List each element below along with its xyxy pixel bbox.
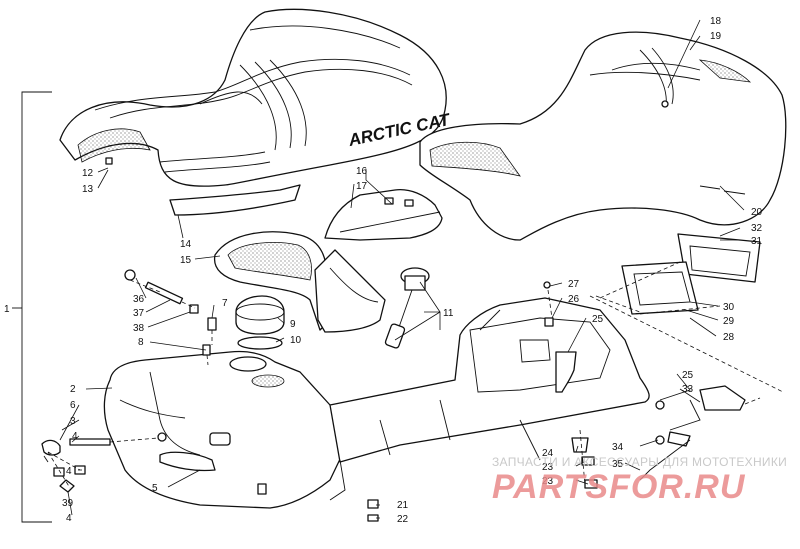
callout-27: 27 bbox=[568, 279, 580, 290]
tank-handle bbox=[159, 451, 216, 472]
panel-clip-2 bbox=[404, 199, 414, 207]
callout-11: 11 bbox=[443, 308, 454, 319]
nut-23b bbox=[584, 479, 598, 489]
tank-vent-port bbox=[209, 432, 231, 446]
right-seat bbox=[419, 31, 787, 241]
right-side-panel bbox=[324, 189, 443, 241]
callout-9: 9 bbox=[290, 319, 296, 330]
washer-23 bbox=[581, 456, 595, 466]
fuel-gauge-sender bbox=[384, 267, 430, 349]
callout-38: 38 bbox=[133, 323, 145, 334]
callout-26: 26 bbox=[568, 294, 580, 305]
callout-4-bottom: 4 bbox=[66, 513, 72, 524]
fitting-7 bbox=[207, 317, 217, 331]
callout-35: 35 bbox=[612, 459, 624, 470]
strap-25 bbox=[555, 351, 577, 393]
callout-16: 16 bbox=[356, 166, 368, 177]
clamp-38 bbox=[189, 304, 199, 314]
callout-25-upper: 25 bbox=[592, 314, 604, 325]
filler-neck bbox=[229, 356, 267, 372]
bolt-36 bbox=[124, 269, 136, 281]
callout-1: 1 bbox=[4, 304, 10, 315]
callout-20: 20 bbox=[751, 207, 763, 218]
grommet-8 bbox=[202, 344, 211, 356]
callout-4-top: 4 bbox=[72, 431, 78, 442]
callout-33: 33 bbox=[682, 384, 694, 395]
callout-15: 15 bbox=[180, 255, 192, 266]
callout-4-mid: 4 bbox=[66, 466, 72, 477]
callout-21: 21 bbox=[397, 500, 409, 511]
callout-30: 30 bbox=[723, 302, 735, 313]
hose-37 bbox=[144, 281, 184, 305]
screw-21 bbox=[367, 499, 379, 509]
fuel-cap bbox=[235, 295, 285, 350]
rivet-12 bbox=[105, 157, 113, 165]
tank-fitting bbox=[157, 432, 167, 442]
assembly-bracket bbox=[12, 91, 52, 523]
gas-tank bbox=[103, 350, 344, 509]
callout-13: 13 bbox=[82, 184, 94, 195]
callout-5: 5 bbox=[152, 483, 158, 494]
fuel-cap-gasket bbox=[237, 336, 283, 350]
callout-32: 32 bbox=[751, 223, 763, 234]
left-side-panel bbox=[213, 231, 386, 333]
vent-check-valve bbox=[59, 479, 75, 493]
nut-26 bbox=[544, 317, 554, 327]
callout-29: 29 bbox=[723, 316, 735, 327]
callout-19: 19 bbox=[710, 31, 722, 42]
left-hardware bbox=[41, 269, 217, 493]
callout-23-bottom: 23 bbox=[542, 476, 554, 487]
callout-28: 28 bbox=[723, 332, 735, 343]
callout-3: 3 bbox=[70, 416, 76, 427]
callout-18: 18 bbox=[710, 16, 722, 27]
hose-clamp-a bbox=[53, 467, 65, 477]
grommet-24 bbox=[571, 437, 589, 453]
screw-27 bbox=[543, 281, 551, 289]
taillight-housing bbox=[621, 261, 699, 315]
callout-2: 2 bbox=[70, 384, 76, 395]
leader-lines bbox=[59, 19, 745, 519]
watermark-subtitle: ЗАПЧАСТИ И АКСЕССУАРЫ ДЛЯ МОТОТЕХНИКИ bbox=[492, 455, 787, 469]
callout-24: 24 bbox=[542, 448, 554, 459]
callout-25-lower: 25 bbox=[682, 370, 694, 381]
left-seat: ARCTIC CAT bbox=[59, 8, 453, 216]
callout-31: 31 bbox=[751, 236, 763, 247]
taillight-assembly bbox=[589, 233, 784, 481]
callout-23-top: 23 bbox=[542, 462, 554, 473]
fuel-gauge-mount bbox=[251, 374, 285, 388]
callout-labels: 1 2 3 4 4 4 5 6 7 8 9 10 11 12 13 14 15 … bbox=[4, 16, 763, 525]
callout-17: 17 bbox=[356, 181, 368, 192]
callout-14: 14 bbox=[180, 239, 192, 250]
callout-8: 8 bbox=[138, 337, 144, 348]
callout-34: 34 bbox=[612, 442, 624, 453]
taillight-lens bbox=[677, 233, 761, 283]
callout-10: 10 bbox=[290, 335, 302, 346]
seat-strap-anchor bbox=[661, 100, 669, 108]
callout-22: 22 bbox=[397, 514, 409, 525]
watermark: ЗАПЧАСТИ И АКСЕССУАРЫ ДЛЯ МОТОТЕХНИКИ PA… bbox=[492, 455, 787, 506]
callout-39: 39 bbox=[62, 498, 74, 509]
callout-36: 36 bbox=[133, 294, 145, 305]
tunnel-hardware bbox=[367, 281, 598, 522]
callout-12: 12 bbox=[82, 168, 94, 179]
callout-6: 6 bbox=[70, 400, 76, 411]
tank-stud bbox=[257, 483, 267, 495]
callout-7: 7 bbox=[222, 298, 228, 309]
watermark-logo: PARTSFOR.RU bbox=[492, 468, 746, 506]
callout-37: 37 bbox=[133, 308, 145, 319]
